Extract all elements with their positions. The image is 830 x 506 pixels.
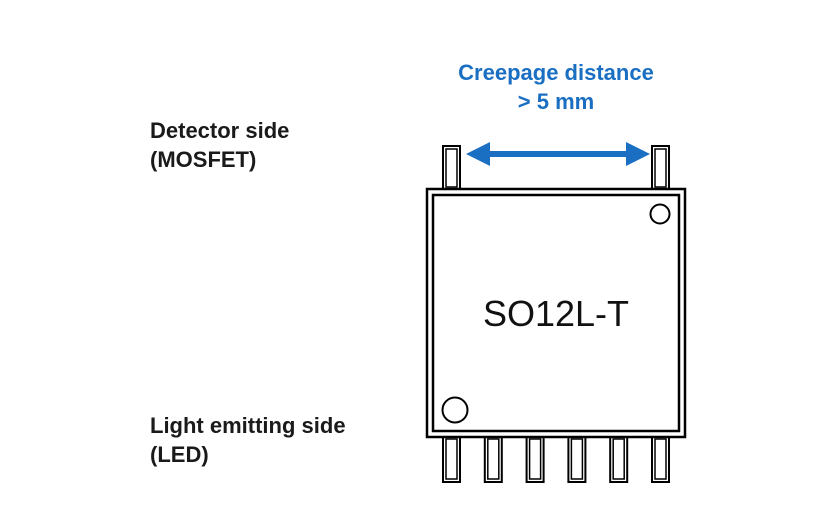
- top-pins: [442, 145, 670, 191]
- bottom-pins: [442, 435, 670, 483]
- light-emitting-side-title: Light emitting side: [150, 413, 346, 438]
- bottom-pin: [442, 435, 461, 483]
- detector-side-title: Detector side: [150, 118, 290, 143]
- bottom-pin: [525, 435, 545, 483]
- light-emitting-side-label: Light emitting side (LED): [150, 411, 346, 469]
- part-number: SO12L-T: [483, 293, 629, 334]
- bottom-pin: [609, 435, 629, 483]
- orientation-dot-small: [649, 203, 671, 225]
- creepage-title: Creepage distance: [458, 60, 654, 85]
- creepage-label: Creepage distance > 5 mm: [415, 58, 697, 116]
- detector-side-subtitle: (MOSFET): [150, 147, 257, 172]
- bottom-pin: [651, 435, 670, 483]
- package-body: [431, 193, 681, 433]
- bottom-pin: [483, 435, 503, 483]
- light-emitting-side-subtitle: (LED): [150, 442, 209, 467]
- pin1-marker-dot: [441, 396, 469, 424]
- bottom-pin: [567, 435, 587, 483]
- detector-side-label: Detector side (MOSFET): [150, 116, 289, 174]
- top-pin: [651, 145, 670, 191]
- top-pin: [442, 145, 461, 191]
- creepage-value: > 5 mm: [517, 89, 595, 114]
